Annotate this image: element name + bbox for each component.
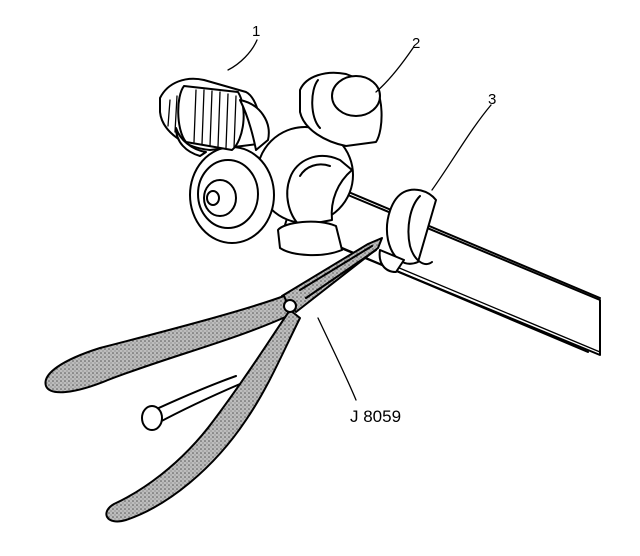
tool-label: J 8059	[350, 407, 401, 426]
snap-ring-pliers	[44, 237, 383, 523]
bearing-cap-lower	[277, 220, 343, 257]
bearing-cap-upper	[299, 71, 383, 147]
leader-lines	[227, 39, 492, 401]
bearing-cap-front	[189, 146, 275, 244]
callout-2: 2	[412, 35, 420, 52]
splined-yoke	[159, 77, 270, 157]
spline-teeth	[167, 89, 237, 149]
snap-ring	[378, 188, 437, 273]
callout-1: 1	[252, 23, 260, 40]
callout-3: 3	[488, 91, 496, 108]
